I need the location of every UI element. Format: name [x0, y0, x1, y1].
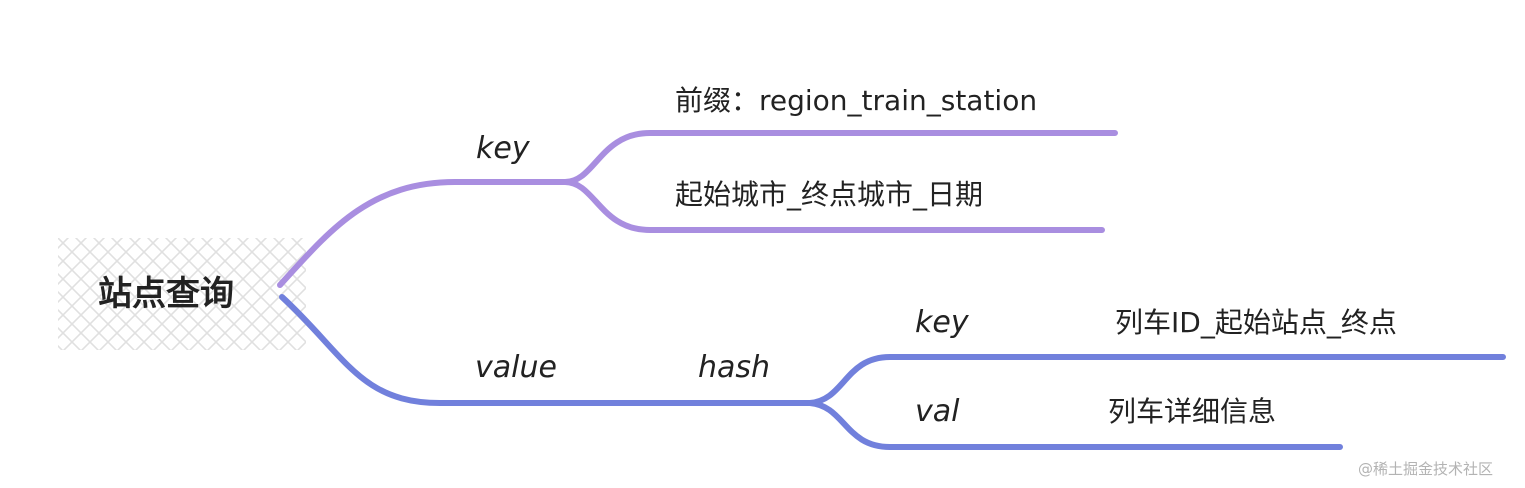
hash-key-text: 列车ID_起始站点_终点 [1115, 306, 1397, 339]
root-node-background [58, 238, 306, 350]
hash-val-text: 列车详细信息 [1108, 395, 1276, 428]
key-prefix-text: 前缀：region_train_station [675, 84, 1037, 117]
hash-val-label: val [915, 394, 960, 429]
hash-to-key-connector [807, 354, 1506, 406]
value-branch-label: value [475, 350, 557, 385]
key-to-format-connector [562, 179, 1105, 233]
root-to-key-connector [277, 179, 568, 288]
hash-to-val-connector [807, 400, 1343, 450]
key-branch-lines [277, 130, 1118, 288]
root-to-value-connector [279, 294, 813, 406]
hash-key-label: key [915, 305, 970, 340]
key-branch-label: key [476, 131, 531, 166]
hash-node-label: hash [698, 350, 770, 385]
value-branch-lines [279, 294, 1506, 450]
watermark-text: @稀土掘金技术社区 [1358, 460, 1493, 478]
key-to-prefix-connector [562, 130, 1118, 185]
key-format-text: 起始城市_终点城市_日期 [675, 178, 983, 211]
root-node-label: 站点查询 [98, 274, 234, 314]
